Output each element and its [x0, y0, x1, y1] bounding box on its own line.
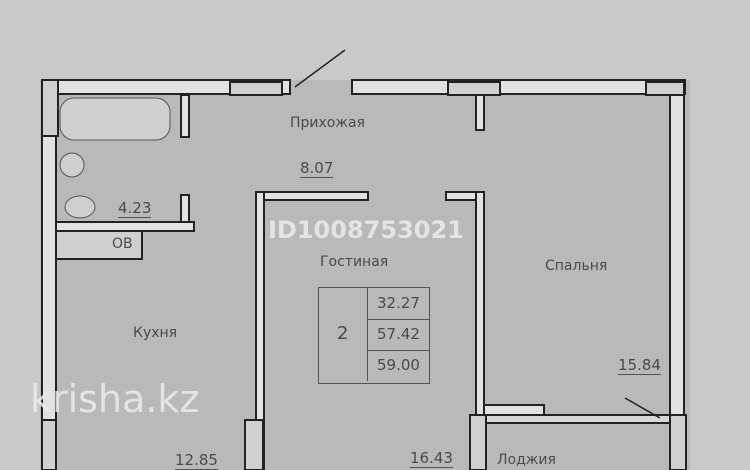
window: [41, 419, 57, 470]
toilet-icon: [64, 195, 96, 219]
rooms-count: 2: [337, 323, 349, 344]
sink-icon: [59, 152, 85, 178]
window: [469, 414, 487, 470]
wall-bath-upper: [180, 94, 190, 138]
window: [244, 419, 264, 470]
hallway-area: 8.07: [300, 159, 334, 178]
door-arrow: [624, 397, 661, 419]
summary-box: 2 32.27 57.42 59.00: [318, 287, 430, 384]
wall-right: [669, 79, 685, 470]
window: [669, 414, 687, 470]
window: [447, 81, 501, 96]
window: [41, 79, 59, 137]
id-watermark: ID1008753021: [268, 216, 464, 244]
wall-bath-lower: [180, 194, 190, 226]
loggia-window: [483, 414, 671, 424]
wall-loggia: [483, 404, 545, 416]
wall-bath-bottom: [55, 221, 195, 232]
wall-top-right: [351, 79, 686, 95]
window: [645, 81, 685, 96]
living-area-total: 32.27: [367, 288, 429, 320]
kitchen-area: 12.85: [175, 451, 218, 470]
closet-label: ОВ: [112, 236, 133, 252]
wall-living-top: [255, 191, 369, 201]
entrance-arrow: [294, 49, 346, 88]
closet: [55, 230, 143, 260]
total-with-loggia: 59.00: [367, 350, 429, 381]
bathtub-icon: [59, 97, 171, 141]
bedroom-area: 15.84: [618, 356, 661, 375]
living-area: 16.43: [410, 449, 453, 468]
bedroom-label: Спальня: [545, 258, 608, 274]
loggia-label: Лоджия: [497, 452, 556, 468]
kitchen-label: Кухня: [133, 325, 178, 341]
total-area: 57.42: [367, 319, 429, 351]
wall-bedroom-top: [475, 93, 485, 131]
bathroom-area: 4.23: [118, 199, 152, 218]
wall-living-right: [475, 191, 485, 470]
hallway-label: Прихожая: [290, 115, 365, 131]
site-watermark: krisha.kz: [30, 377, 200, 421]
living-label: Гостиная: [320, 254, 389, 270]
window: [229, 81, 283, 96]
wall-living-left: [255, 191, 265, 470]
floor-area: [40, 80, 690, 470]
